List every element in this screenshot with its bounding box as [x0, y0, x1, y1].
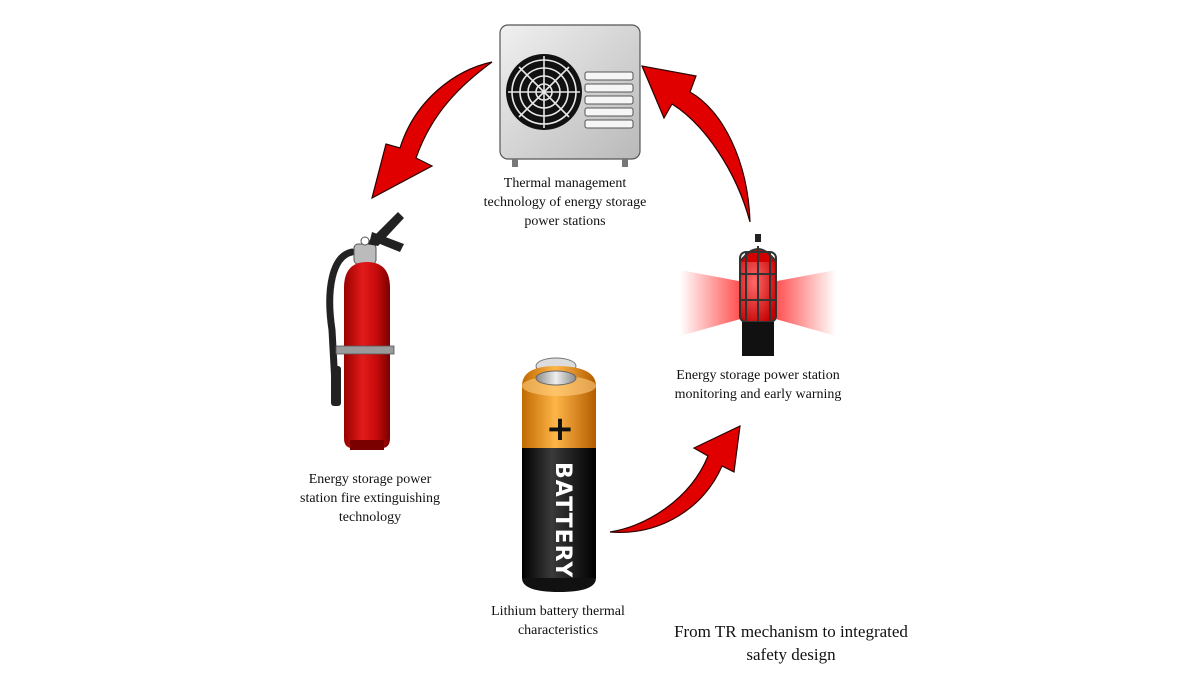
- battery-plus-sign: +: [546, 409, 575, 449]
- ac-unit-icon: [499, 24, 641, 167]
- node-label-fire: Energy storage power station fire exting…: [300, 472, 440, 525]
- alarm-beacon-icon: [680, 234, 836, 356]
- diagram-caption: From TR mechanism to integrated safety d…: [674, 622, 908, 664]
- node-label-battery: Lithium battery thermal characteristics: [491, 604, 625, 638]
- node-label-monitoring: Energy storage power station monitoring …: [674, 368, 842, 402]
- battery-icon: + BATTERY: [522, 357, 596, 592]
- fire-extinguisher-icon: [326, 212, 404, 450]
- node-label-thermal: Thermal management technology of energy …: [483, 176, 647, 229]
- battery-word: BATTERY: [550, 462, 575, 578]
- arrow-battery-to-monitoring: [609, 424, 741, 533]
- arrow-thermal-to-fire: [371, 61, 493, 200]
- arrow-monitoring-to-thermal: [641, 65, 751, 223]
